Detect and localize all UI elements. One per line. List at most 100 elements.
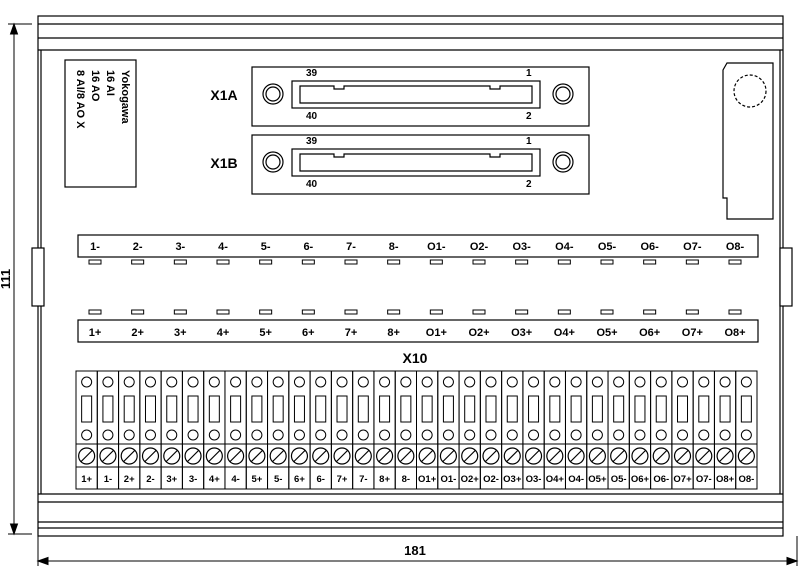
terminal-label: 6+ (294, 474, 305, 485)
height-dimension (8, 22, 32, 536)
terminal-label: O3- (526, 474, 542, 485)
led-indicator (557, 259, 571, 265)
plus-marker-label: O1+ (426, 327, 447, 339)
terminal-label: O2- (483, 474, 499, 485)
terminal: 2- (139, 370, 162, 490)
led-indicator (600, 309, 614, 315)
led-indicator (643, 309, 657, 315)
plus-marker-label: 3+ (174, 327, 187, 339)
terminal-label: O5- (611, 474, 627, 485)
terminal-label: O1- (441, 474, 457, 485)
terminal-label: 8+ (379, 474, 390, 485)
terminal: 4- (224, 370, 247, 490)
led-indicator (259, 309, 273, 315)
terminal: 5- (267, 370, 290, 490)
led-indicator (685, 309, 699, 315)
mounting-screw-icon (552, 83, 574, 105)
terminal: 8+ (373, 370, 396, 490)
minus-marker-label: 2- (133, 241, 143, 253)
terminal: 4+ (203, 370, 226, 490)
led-indicator (600, 259, 614, 265)
screw-icon (418, 447, 436, 465)
fuse-holder (722, 62, 774, 220)
minus-marker-label: O6- (640, 241, 659, 253)
minus-marker-label: 7- (346, 241, 356, 253)
terminal-block-x10: 1+1-2+2-3+3-4+4-5+5-6+6-7+7-8+8-O1+O1-O2… (75, 370, 758, 490)
terminal: O8+ (713, 370, 737, 490)
pin-label: 1 (526, 136, 532, 147)
pin-label: 40 (306, 111, 318, 122)
mounting-screw-icon (262, 83, 284, 105)
mounting-screw-icon (552, 151, 574, 173)
pin-label: 39 (306, 68, 318, 79)
terminal-label: 3- (189, 474, 197, 485)
screw-icon (461, 447, 479, 465)
terminal: 5+ (245, 370, 269, 490)
minus-marker-label: 5- (261, 241, 271, 253)
terminal-label: 2+ (124, 474, 135, 485)
terminal-label: 4- (231, 474, 239, 485)
terminal-label: 1- (104, 474, 112, 485)
pin-label: 2 (526, 111, 532, 122)
terminal: O7- (692, 370, 715, 490)
minus-row: 1-2-3-4-5-6-7-8-O1-O2-O3-O4-O5-O6-O7-O8- (90, 241, 744, 253)
led-indicator (301, 259, 315, 265)
screw-icon (588, 447, 606, 465)
screw-icon (99, 447, 117, 465)
screw-icon (737, 447, 755, 465)
led-indicator (472, 309, 486, 315)
minus-marker-label: 1- (90, 241, 100, 253)
minus-marker-label: O8- (726, 241, 745, 253)
terminal: O4- (564, 370, 588, 490)
terminal: O1+ (416, 370, 439, 490)
screw-icon (163, 447, 181, 465)
screw-icon (248, 447, 266, 465)
screw-icon (546, 447, 564, 465)
led-indicator (728, 309, 742, 315)
minus-marker-label: 6- (303, 241, 313, 253)
led-indicator (173, 259, 187, 265)
plus-row: 1+2+3+4+5+6+7+8+O1+O2+O3+O4+O5+O6+O7+O8+ (89, 327, 746, 339)
marker-strip-minus (77, 234, 759, 258)
screw-icon (482, 447, 500, 465)
terminal-label: O7- (696, 474, 712, 485)
terminal: O3+ (501, 370, 524, 490)
led-indicator (88, 259, 102, 265)
screw-icon (205, 447, 223, 465)
terminal-label: O7+ (673, 474, 692, 485)
plus-marker-label: O7+ (682, 327, 703, 339)
terminal-label: O8- (738, 474, 754, 485)
terminal-label: O5+ (588, 474, 607, 485)
minus-marker-label: O2- (470, 241, 489, 253)
pin-label: 1 (526, 68, 532, 79)
terminal-label: 8- (402, 474, 410, 485)
pin-label: 2 (526, 179, 532, 190)
led-indicator (515, 309, 529, 315)
connector-name: X1A (210, 87, 237, 103)
terminal: 8- (394, 370, 417, 490)
terminal-block-title: X10 (403, 350, 428, 366)
terminal-label: 7- (359, 474, 367, 485)
terminal: 3- (181, 370, 205, 490)
screw-icon (716, 447, 734, 465)
terminal-label: 1+ (81, 474, 92, 485)
led-indicators (88, 259, 742, 315)
terminal-label: 6- (317, 474, 325, 485)
terminal-label: O4+ (546, 474, 565, 485)
screw-icon (524, 447, 543, 465)
led-indicator (173, 309, 187, 315)
screw-icon (120, 447, 138, 465)
connector-x1a: X1A 39 1 40 2 (210, 66, 590, 127)
terminal-label: 7+ (337, 474, 348, 485)
screw-icon (695, 447, 713, 465)
led-indicator (429, 259, 443, 265)
led-indicator (344, 309, 358, 315)
led-indicator (472, 259, 486, 265)
terminal-label: O6- (653, 474, 669, 485)
minus-marker-label: 4- (218, 241, 228, 253)
height-dimension-label: 111 (0, 269, 13, 289)
minus-marker-label: 8- (389, 241, 399, 253)
